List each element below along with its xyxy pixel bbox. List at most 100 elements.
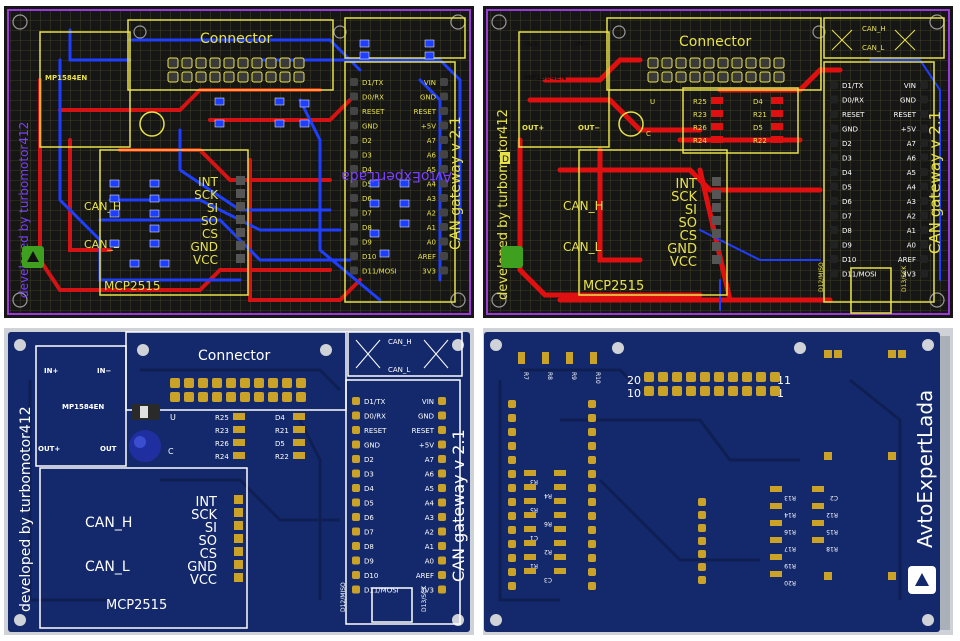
nano-pad (440, 223, 448, 231)
nano-left-label: D7 (364, 529, 374, 537)
res-label: D4 (275, 414, 285, 422)
nano-pad (352, 484, 360, 492)
nano-pad (920, 182, 928, 191)
nano-pad (440, 266, 448, 275)
nano-left-label: D5 (364, 500, 374, 508)
res-pad (812, 537, 824, 543)
nano-pad (440, 107, 448, 115)
through-pad (508, 400, 516, 408)
through-pad (508, 442, 516, 450)
nano-right-label: +5V (419, 442, 434, 450)
res-label: C3 (544, 576, 552, 583)
through-pad (588, 554, 596, 562)
header-pad (742, 372, 752, 382)
spi-pin-pad (712, 190, 721, 199)
spi-pin-pad (712, 242, 721, 251)
smd-pad (149, 179, 160, 188)
header-11: 11 (777, 374, 791, 387)
smd-pads (109, 39, 435, 268)
header-pad (170, 392, 180, 402)
header-pad (212, 392, 222, 402)
header-pad (773, 71, 785, 83)
nano-pad (438, 527, 446, 536)
header-pad (742, 386, 752, 396)
d12-label: D12/MISO (818, 262, 825, 292)
spi-pin-pad (236, 254, 245, 263)
header-pad (714, 372, 724, 382)
nano-left-label: D1/TX (362, 79, 383, 87)
res-pad (293, 426, 305, 433)
res-label: R5 (530, 506, 538, 513)
gateway-vertical: CAN gateway v 2.1 (448, 116, 464, 250)
nano-pad (352, 542, 360, 550)
nano-right-label: A1 (427, 224, 436, 232)
res-label: R3 (530, 478, 538, 485)
nano-right-label: A0 (907, 242, 916, 250)
gateway-vertical-top: CAN gateway v 2.1 (926, 111, 944, 254)
res-pad (233, 439, 245, 446)
through-pad (698, 524, 706, 532)
header-pad (198, 392, 208, 402)
header-pad (198, 378, 208, 388)
nano-pad (438, 585, 446, 594)
res-pad (554, 526, 566, 532)
through-pad (508, 554, 516, 562)
author-vertical: developed by turbomotor412 (17, 122, 31, 298)
nano-pad (352, 556, 360, 565)
through-pad (508, 582, 516, 590)
nano-left-label: D0/RX (362, 94, 384, 102)
in-plus-3d: IN+ (44, 367, 58, 375)
layout-view-both-layers: Connector MP1584EN MCP2515 CAN_H CAN_L I… (4, 6, 474, 318)
header-pad (296, 378, 306, 388)
spi-pin-pad (234, 560, 243, 569)
res-pad (233, 426, 245, 433)
nano-left-label: D7 (842, 213, 852, 221)
res-label: R6 (544, 520, 552, 527)
nano-pad (350, 78, 358, 86)
nano-right-label: A5 (425, 485, 434, 493)
spi-pin-pad (712, 229, 721, 238)
header-pad (647, 71, 659, 83)
res-pad (554, 554, 566, 560)
cap-c-label: C (646, 130, 651, 138)
nano-right-label: A2 (425, 529, 434, 537)
res-pad (812, 486, 824, 492)
nano-pad (440, 78, 448, 86)
nano-left-label: D5 (842, 184, 852, 192)
nano-pad (350, 194, 358, 202)
header-pad (268, 378, 278, 388)
header-pad (212, 378, 222, 388)
through-pad (698, 550, 706, 558)
nano-pad (438, 556, 446, 565)
nano-right-label: 3V3 (422, 268, 436, 276)
connector-label: Connector (200, 31, 272, 47)
nano-left-label: D7 (362, 210, 372, 218)
nano-pad (350, 237, 358, 246)
header-pad (703, 57, 715, 69)
res-pad (524, 526, 536, 532)
nano-right-label: +5V (901, 126, 916, 134)
header-pad (675, 71, 687, 83)
through-pad (824, 452, 832, 460)
through-pad (824, 350, 832, 358)
res-pad (711, 136, 723, 143)
nano-right-label: 3V3 (902, 271, 916, 279)
header-pad (658, 372, 668, 382)
smd-pad (274, 97, 285, 106)
res-label: R19 (784, 562, 796, 569)
spi-pin-label: VCC (193, 253, 218, 267)
res-label: D5 (753, 124, 763, 132)
nano-left-label: D6 (364, 514, 374, 522)
smd-pad (109, 209, 120, 218)
through-pad (588, 582, 596, 590)
nano-left-label: D6 (362, 195, 372, 203)
nano-pad (920, 95, 928, 104)
res-label: R22 (753, 137, 767, 145)
spi-pin-pad (234, 534, 243, 543)
nano-pad (350, 107, 358, 115)
through-pad (698, 498, 706, 506)
smd-pad (109, 194, 120, 203)
res-label: R16 (784, 528, 796, 535)
nano-right-label: AREF (898, 256, 916, 264)
